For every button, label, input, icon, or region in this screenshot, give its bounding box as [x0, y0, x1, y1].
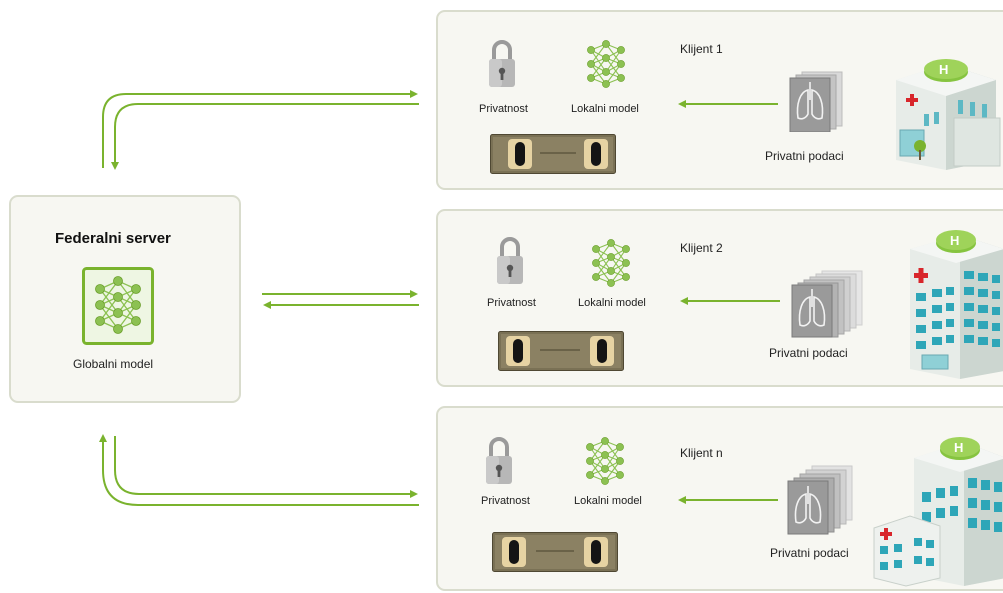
client-name: Klijent 2 [680, 241, 723, 255]
neural-network-icon [590, 237, 632, 289]
private-data-label: Privatni podaci [770, 546, 849, 560]
global-model-icon [82, 267, 154, 345]
server-title: Federalni server [55, 230, 171, 247]
local-model-label: Lokalni model [571, 103, 639, 115]
hospital-icon: H [870, 428, 1003, 588]
padlock-icon [485, 435, 513, 485]
private-data-label: Privatni podaci [769, 346, 848, 360]
privacy-label: Privatnost [481, 495, 530, 507]
privacy-label: Privatnost [487, 297, 536, 309]
lung-scan-stack-icon [786, 464, 858, 536]
padlock-icon [496, 235, 524, 285]
privacy-label: Privatnost [479, 103, 528, 115]
download-arrow-client-n [99, 434, 419, 506]
gpu-card-icon [492, 532, 618, 572]
svg-text:H: H [954, 440, 963, 455]
lung-scan-stack-icon [788, 269, 868, 339]
connector-overlay [99, 90, 780, 506]
neural-network-icon [585, 38, 627, 90]
hospital-icon: H [876, 40, 1003, 172]
client-name: Klijent n [680, 446, 723, 460]
client-panel-2: Klijent 2 Privatnost [436, 209, 1003, 387]
lung-scan-stack-icon [786, 70, 844, 133]
upload-arrow-client-1 [102, 90, 418, 168]
upload-arrow-client-n [114, 436, 418, 498]
global-model-label: Globalni model [73, 357, 154, 371]
gpu-card-icon [498, 331, 624, 371]
svg-text:H: H [950, 233, 959, 248]
private-data-label: Privatni podaci [765, 149, 844, 163]
gpu-card-icon [490, 134, 616, 174]
padlock-icon [488, 38, 516, 88]
client-panel-1: Klijent 1 Privatnost [436, 10, 1003, 190]
local-model-label: Lokalni model [574, 495, 642, 507]
download-arrow-client-1 [111, 103, 419, 170]
client-panel-n: Klijent n Privatnost [436, 406, 1003, 591]
hospital-icon: H [900, 221, 1003, 381]
neural-network-icon [584, 435, 626, 487]
svg-text:H: H [939, 62, 948, 77]
federal-server-panel: Federalni server Globalni model [9, 195, 241, 403]
local-model-label: Lokalni model [578, 297, 646, 309]
client-name: Klijent 1 [680, 42, 723, 56]
